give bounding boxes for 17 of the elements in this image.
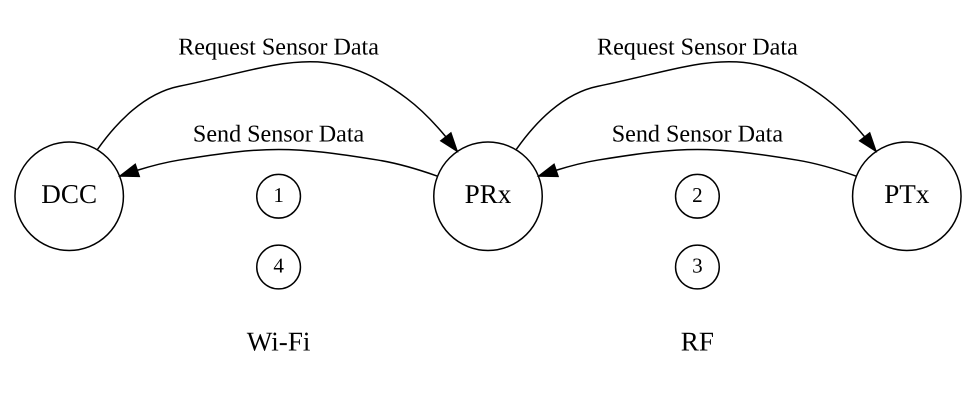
node-circle: PRx [433,140,543,251]
label: RF [680,326,714,356]
arrow [118,148,438,177]
edge-label: Send Sensor Data [192,121,364,148]
label: Wi-Fi [246,326,310,356]
node-circle: 1 [256,173,302,218]
arrow [536,148,856,177]
node-circle: PTx [852,140,962,251]
node-circle: DCC [14,140,124,251]
arrow [96,60,458,152]
edge-label: Send Sensor Data [612,121,784,148]
node-circle: 4 [256,244,302,290]
arrow [516,60,878,152]
node-circle: 2 [674,173,720,218]
edge-label: Request Sensor Data [178,34,379,60]
node-circle: 3 [674,244,720,290]
edge-label: Request Sensor Data [597,34,798,60]
